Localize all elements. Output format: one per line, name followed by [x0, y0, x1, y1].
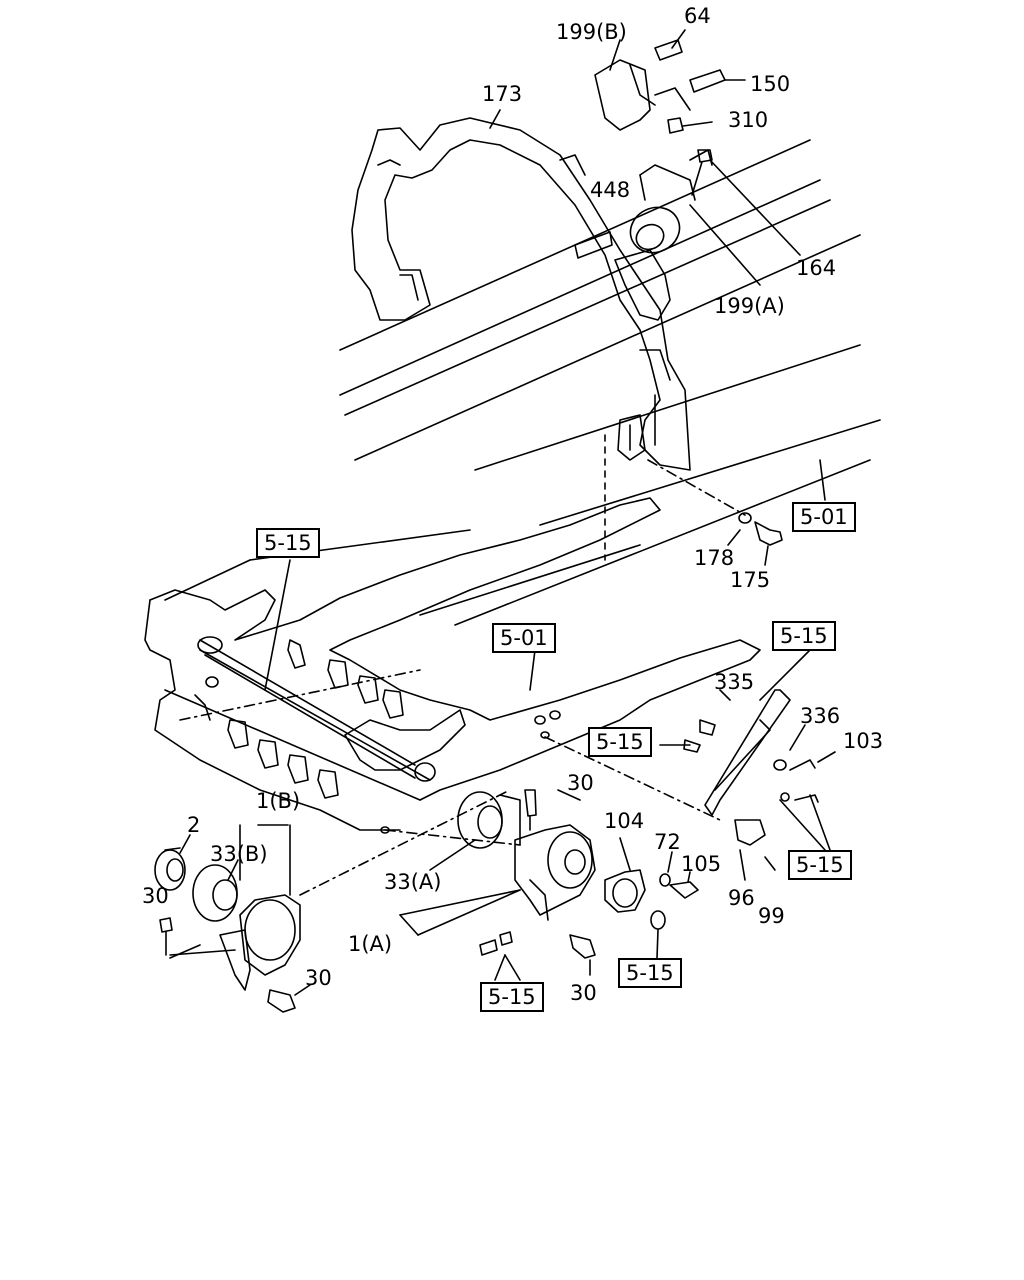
section-ref-5-01-upper[interactable]: 5-01: [792, 502, 856, 532]
engine-mount-1b: [154, 824, 311, 1013]
label-part-30-upper: 30: [567, 771, 594, 795]
leader-lines-mount-a: [399, 789, 591, 981]
washer-178-bolt-175: [727, 512, 783, 566]
label-part-99: 99: [758, 904, 785, 928]
label-part-2: 2: [187, 813, 201, 837]
frame-crossmember: [144, 497, 761, 834]
label-part-199a: 199(A): [714, 294, 785, 318]
label-part-178: 178: [694, 546, 735, 570]
label-part-1b: 1(B): [256, 789, 301, 813]
cab-mount-bracket-173: [351, 117, 691, 471]
label-part-336: 336: [800, 704, 841, 728]
section-ref-5-15-left[interactable]: 5-15: [256, 528, 320, 558]
section-ref-5-15-right-top[interactable]: 5-15: [772, 621, 836, 651]
frame-rail-lines: [339, 139, 881, 626]
label-part-199b: 199(B): [556, 20, 627, 44]
label-part-72: 72: [654, 830, 681, 854]
label-part-150: 150: [750, 72, 791, 96]
label-part-164: 164: [796, 256, 837, 280]
label-part-105: 105: [681, 852, 722, 876]
leader-lines-upper: [489, 29, 826, 561]
label-part-33b: 33(B): [210, 842, 268, 866]
engine-mount-1a: [457, 789, 596, 959]
section-ref-5-15-link[interactable]: 5-15: [588, 727, 652, 757]
label-part-1a: 1(A): [348, 932, 393, 956]
label-part-30-bottom-left: 30: [305, 966, 332, 990]
stopper-104: [604, 837, 699, 959]
section-ref-5-15-bottom[interactable]: 5-15: [480, 982, 544, 1012]
section-ref-5-01-middle[interactable]: 5-01: [492, 623, 556, 653]
label-part-310: 310: [728, 108, 769, 132]
label-part-175: 175: [730, 568, 771, 592]
control-link: [683, 689, 836, 881]
label-part-30-left: 30: [142, 884, 169, 908]
label-part-30-bottom: 30: [570, 981, 597, 1005]
label-part-173: 173: [482, 82, 523, 106]
label-part-33a: 33(A): [384, 870, 442, 894]
label-part-96: 96: [728, 886, 755, 910]
label-part-335: 335: [714, 670, 755, 694]
bracket-199b: [594, 39, 726, 134]
label-part-103: 103: [843, 729, 884, 753]
insulator-448: [629, 149, 713, 254]
section-ref-5-15-right-bottom[interactable]: 5-15: [788, 850, 852, 880]
section-ref-5-15-stopper[interactable]: 5-15: [618, 958, 682, 988]
label-part-64: 64: [684, 4, 711, 28]
leader-lines-lower: [179, 559, 811, 896]
bolt-164: [691, 149, 713, 196]
label-part-448: 448: [590, 178, 631, 202]
label-part-104: 104: [604, 809, 645, 833]
